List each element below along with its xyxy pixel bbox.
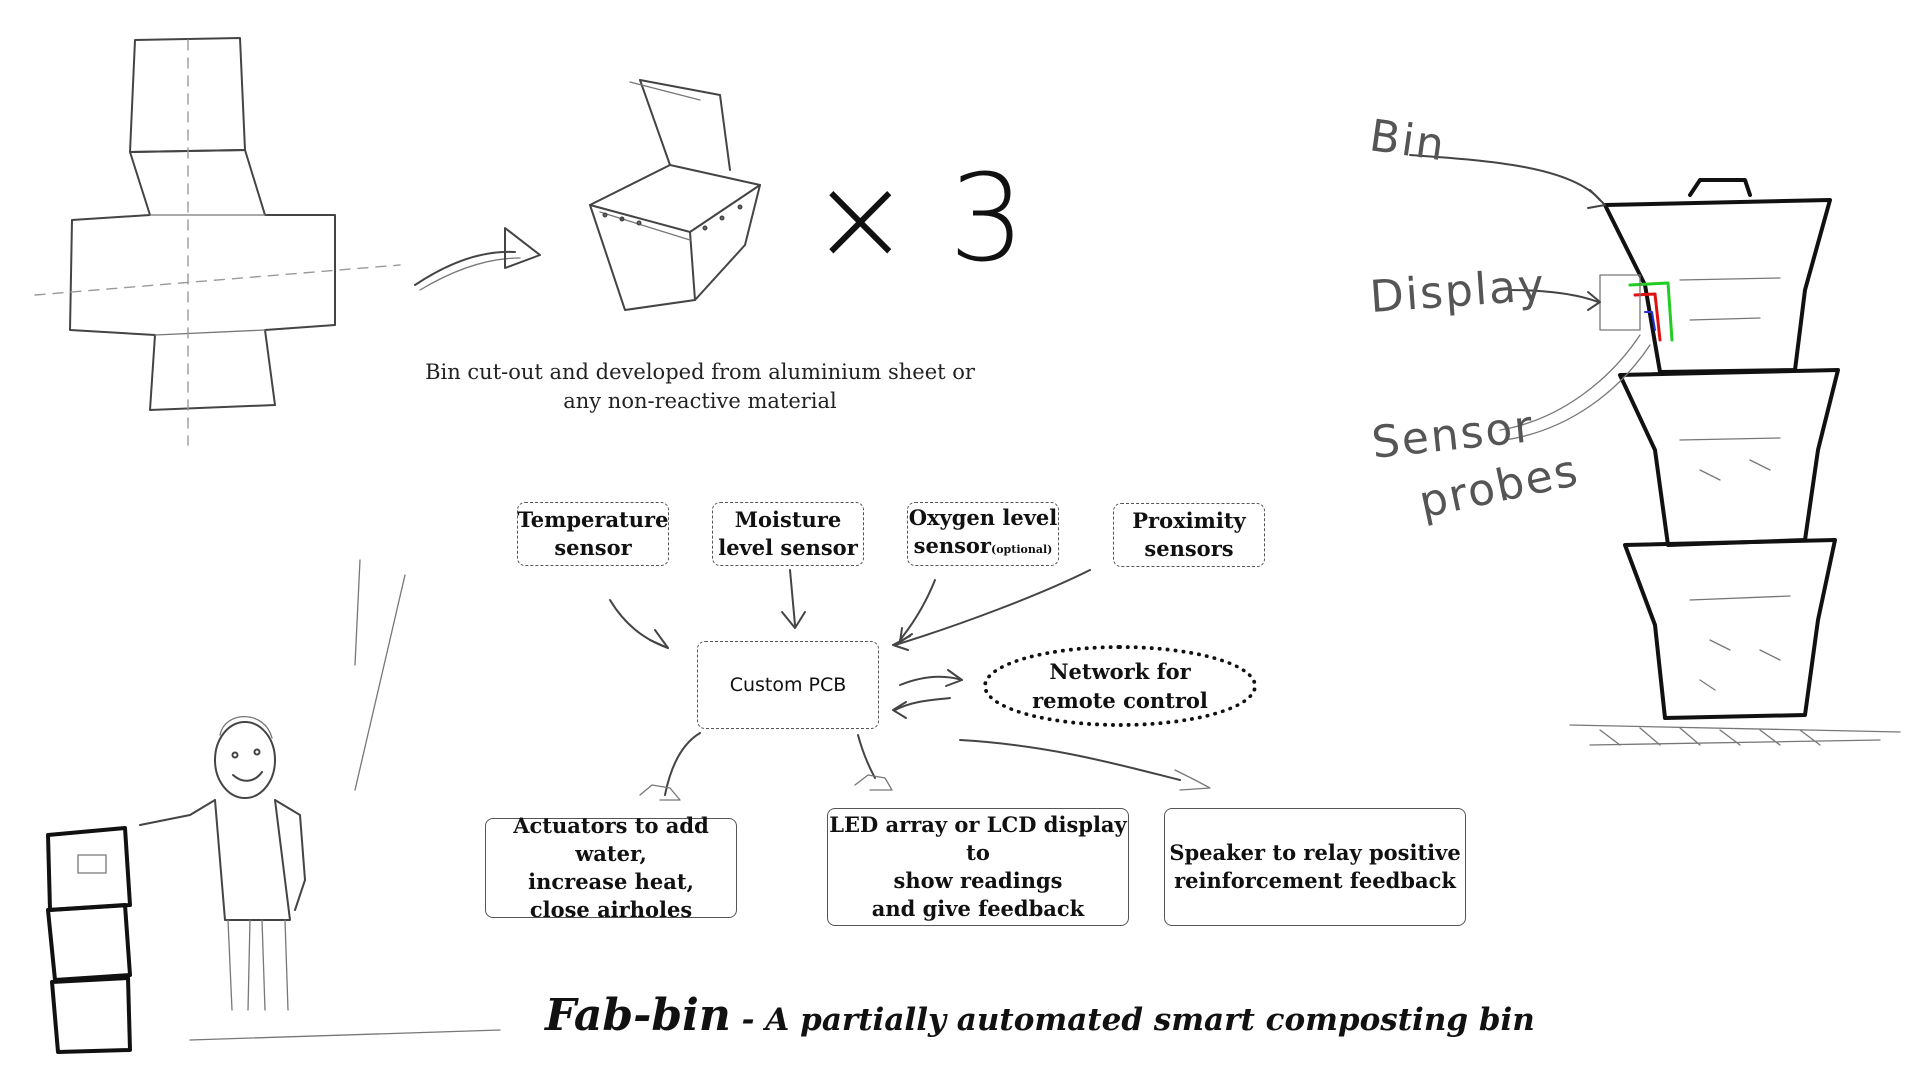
sensor-proximity-line1: Proximity: [1132, 508, 1246, 533]
output-actuators-line3: close airholes: [529, 897, 693, 922]
open-bin-sketch: [589, 79, 761, 311]
sensor-temperature-line1: Temperature: [517, 507, 669, 532]
output-display-line1: LED array or LCD display to: [829, 812, 1127, 865]
sensor-temperature-line2: sensor: [554, 535, 632, 560]
page-title: Fab-bin - A partially automated smart co…: [545, 990, 1535, 1041]
sensor-oxygen-line1: Oxygen level: [908, 505, 1058, 530]
sensor-oxygen-note: (optional): [991, 543, 1053, 556]
output-actuators-box: Actuators to add water, increase heat, c…: [485, 813, 737, 922]
multiplier-label: × 3: [810, 150, 1026, 289]
title-subtitle: A partially automated smart composting b…: [765, 1002, 1535, 1038]
transform-arrow-sketch: [414, 227, 541, 291]
sensor-proximity-box: Proximity sensors: [1113, 503, 1265, 567]
sensor-moisture-line1: Moisture: [734, 507, 842, 532]
sensor-moisture-line2: level sensor: [718, 535, 858, 560]
label-bin: Bin: [1366, 110, 1450, 172]
probe-red: [1633, 292, 1662, 342]
title-dash: -: [730, 1002, 766, 1038]
sensor-temperature-box: Temperature sensor: [517, 502, 669, 566]
sensor-oxygen-line2: sensor: [913, 533, 991, 558]
output-speaker-box: Speaker to relay positive reinforcement …: [1164, 808, 1466, 926]
bin-caption-line1: Bin cut-out and developed from aluminium…: [425, 360, 975, 384]
label-arrows-sketch: [1409, 154, 1651, 441]
network-line1: Network for: [1049, 659, 1191, 684]
network-ellipse: Network for remote control: [983, 645, 1257, 727]
bin-net-sketch: [34, 37, 401, 446]
custom-pcb-box: Custom PCB: [697, 641, 879, 729]
output-display-line3: and give feedback: [871, 896, 1085, 921]
output-actuators-line1: Actuators to add water,: [513, 813, 709, 866]
output-display-line2: show readings: [893, 868, 1063, 893]
title-main: Fab-bin: [545, 990, 731, 1041]
sensor-oxygen-line2-wrap: sensor(optional): [914, 532, 1053, 564]
connector-arrows: [609, 569, 1211, 801]
probe-blue: [1644, 311, 1656, 331]
output-speaker-line2: reinforcement feedback: [1174, 868, 1456, 893]
sensor-oxygen-box: Oxygen level sensor(optional): [907, 502, 1059, 566]
output-speaker-line1: Speaker to relay positive: [1169, 840, 1461, 865]
output-display-box: LED array or LCD display to show reading…: [827, 808, 1129, 926]
bin-stack-sketch: [1569, 178, 1901, 746]
probe-green: [1628, 281, 1674, 342]
bin-caption-line2: any non-reactive material: [563, 389, 837, 413]
network-line2: remote control: [1032, 688, 1208, 713]
sensor-moisture-box: Moisture level sensor: [712, 502, 864, 566]
person-sketch: [46, 559, 501, 1054]
output-actuators-line2: increase heat,: [528, 869, 694, 894]
bin-caption: Bin cut-out and developed from aluminium…: [400, 358, 1000, 416]
sensor-proximity-line2: sensors: [1144, 536, 1234, 561]
